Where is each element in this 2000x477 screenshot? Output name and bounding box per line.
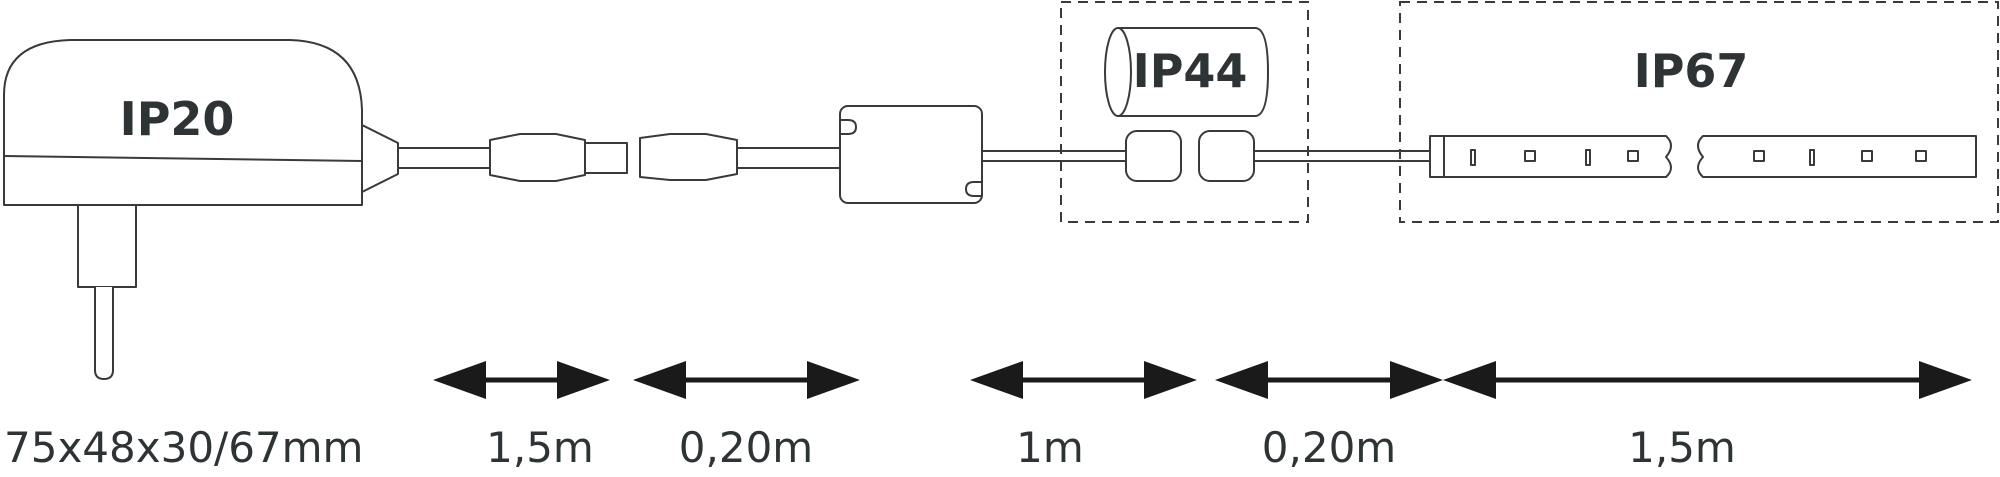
dimension-arrow-cable-4 (1215, 361, 1443, 399)
adapter-seam (3, 155, 363, 162)
power-adapter: IP20 (3, 39, 399, 380)
dimension-arrow-cable-3 (970, 361, 1197, 399)
adapter-cable-outlet (361, 124, 399, 193)
strip-segment-left (1443, 135, 1672, 178)
cylinder-body (1117, 27, 1269, 117)
strip-segment-right (1697, 135, 1977, 178)
dc-plug-body (489, 133, 586, 182)
dc-plug-tip (584, 142, 628, 174)
ip44-cylinder-icon (1104, 27, 1269, 117)
strip-length-label: 1,5m (1628, 423, 1736, 472)
cable-2-length-label: 0,20m (679, 423, 813, 472)
led-chip (1627, 150, 1639, 162)
controller-clip-right (965, 181, 982, 197)
led-resistor (1585, 149, 1591, 166)
controller-clip-left (840, 119, 857, 135)
plug-base (77, 204, 137, 288)
led-chip (1753, 150, 1765, 162)
connector-right (1198, 130, 1255, 182)
dimension-arrow-cable-1 (433, 361, 610, 399)
adapter-size-label: 75x48x30/67mm (4, 423, 363, 472)
strip-rating-label: IP67 (1634, 44, 1749, 98)
dc-plug (489, 133, 628, 182)
ip44-zone-boundary (1060, 1, 1309, 223)
dimension-arrow-cable-2 (633, 361, 860, 399)
dc-socket (639, 133, 738, 181)
led-chip (1861, 150, 1873, 162)
cylinder-end (1104, 27, 1132, 117)
dc-socket-body (639, 133, 738, 181)
cable-4-length-label: 0,20m (1262, 423, 1396, 472)
controller-box (839, 105, 983, 204)
cable-1-length-label: 1,5m (486, 423, 594, 472)
led-strip (1429, 135, 1977, 178)
led-resistor (1809, 149, 1815, 166)
adapter-rating-label: IP20 (120, 92, 235, 146)
cable-3-length-label: 1m (1016, 423, 1084, 472)
plug-pin (94, 287, 114, 380)
connector-rating-label: IP44 (1133, 44, 1248, 98)
led-resistor (1470, 149, 1476, 166)
strip-end-cap (1429, 135, 1445, 178)
dimension-arrow-strip (1443, 361, 1972, 399)
connector-left (1125, 130, 1182, 182)
ip67-zone-boundary (1399, 1, 1999, 223)
led-chip (1915, 150, 1927, 162)
controller-body (839, 105, 983, 204)
led-chip (1524, 150, 1536, 162)
adapter-body (3, 39, 363, 206)
